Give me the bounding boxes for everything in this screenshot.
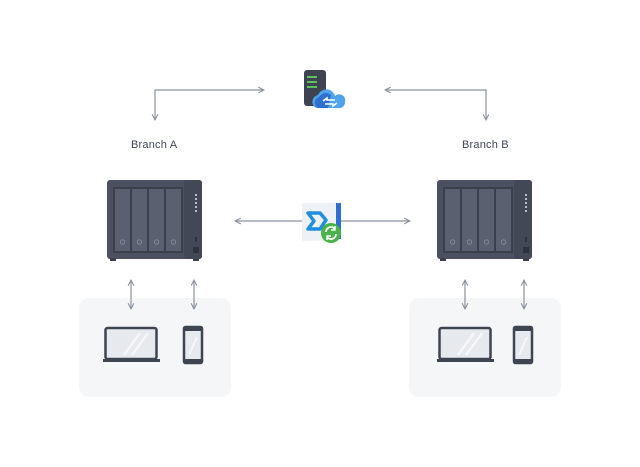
laptop-branch-b-icon xyxy=(437,326,494,362)
connector-branch-a-to-server xyxy=(155,90,264,120)
connector-server-to-branch-b xyxy=(385,90,486,120)
sync-app-icon xyxy=(302,203,341,243)
phone-branch-b-icon xyxy=(512,325,534,365)
laptop-branch-a-icon xyxy=(103,326,160,362)
server-cloud-icon xyxy=(304,70,346,108)
branch-a-label: Branch A xyxy=(131,139,178,151)
nas-branch-a-icon xyxy=(107,180,202,261)
phone-branch-a-icon xyxy=(182,325,204,365)
nas-branch-b-icon xyxy=(437,180,532,261)
branch-b-label: Branch B xyxy=(462,139,509,151)
